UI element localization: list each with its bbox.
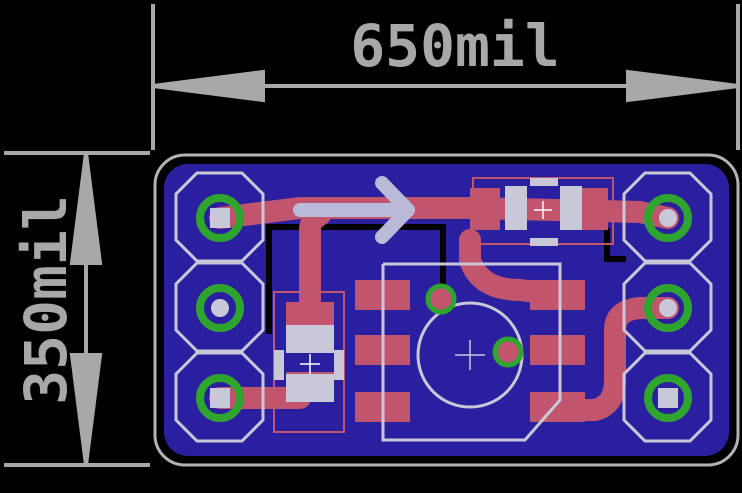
top-copper-traces (209, 197, 679, 421)
capacitor-left (273, 291, 345, 433)
width-dimension (151, 4, 740, 150)
board-outline (153, 153, 740, 467)
resistor-top (472, 177, 614, 246)
right-header (622, 171, 713, 443)
pin-5 (622, 261, 713, 353)
pin-4 (622, 171, 713, 263)
pin-2 (174, 261, 265, 353)
width-dimension-label: 650mil (350, 12, 560, 80)
pin-3 (174, 351, 265, 443)
height-dimension (4, 151, 150, 467)
direction-arrow-icon (293, 176, 415, 244)
vias (425, 283, 524, 368)
pin-1 (174, 171, 265, 263)
left-header (174, 171, 265, 443)
pin-6 (622, 351, 713, 443)
height-dimension-label: 350mil (12, 195, 80, 405)
